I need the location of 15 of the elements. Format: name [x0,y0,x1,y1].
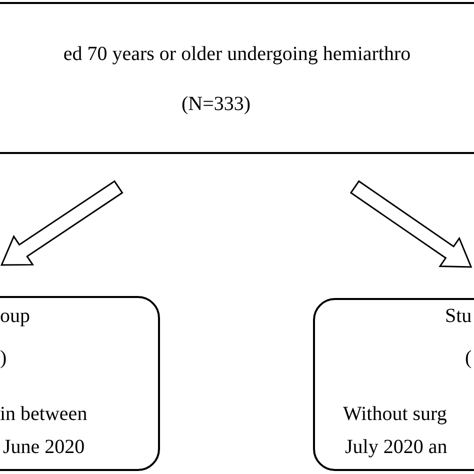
box-text: ) [0,348,7,368]
box-text: oup [0,306,30,326]
box-text: Stu [445,306,472,326]
process-box [0,2,474,154]
block-arrow [350,180,472,268]
box-text: ed 70 years or older undergoing hemiarthro [62,44,412,64]
box-text: (N=333) [180,94,252,114]
rounded-box [0,296,160,471]
box-text: ( [465,348,472,368]
rounded-box [313,298,474,471]
box-text: Without surg [343,404,447,424]
box-text: June 2020 [3,437,85,457]
block-arrow [0,180,124,266]
box-text: July 2020 an [345,437,448,457]
box-text: in between [0,404,88,424]
